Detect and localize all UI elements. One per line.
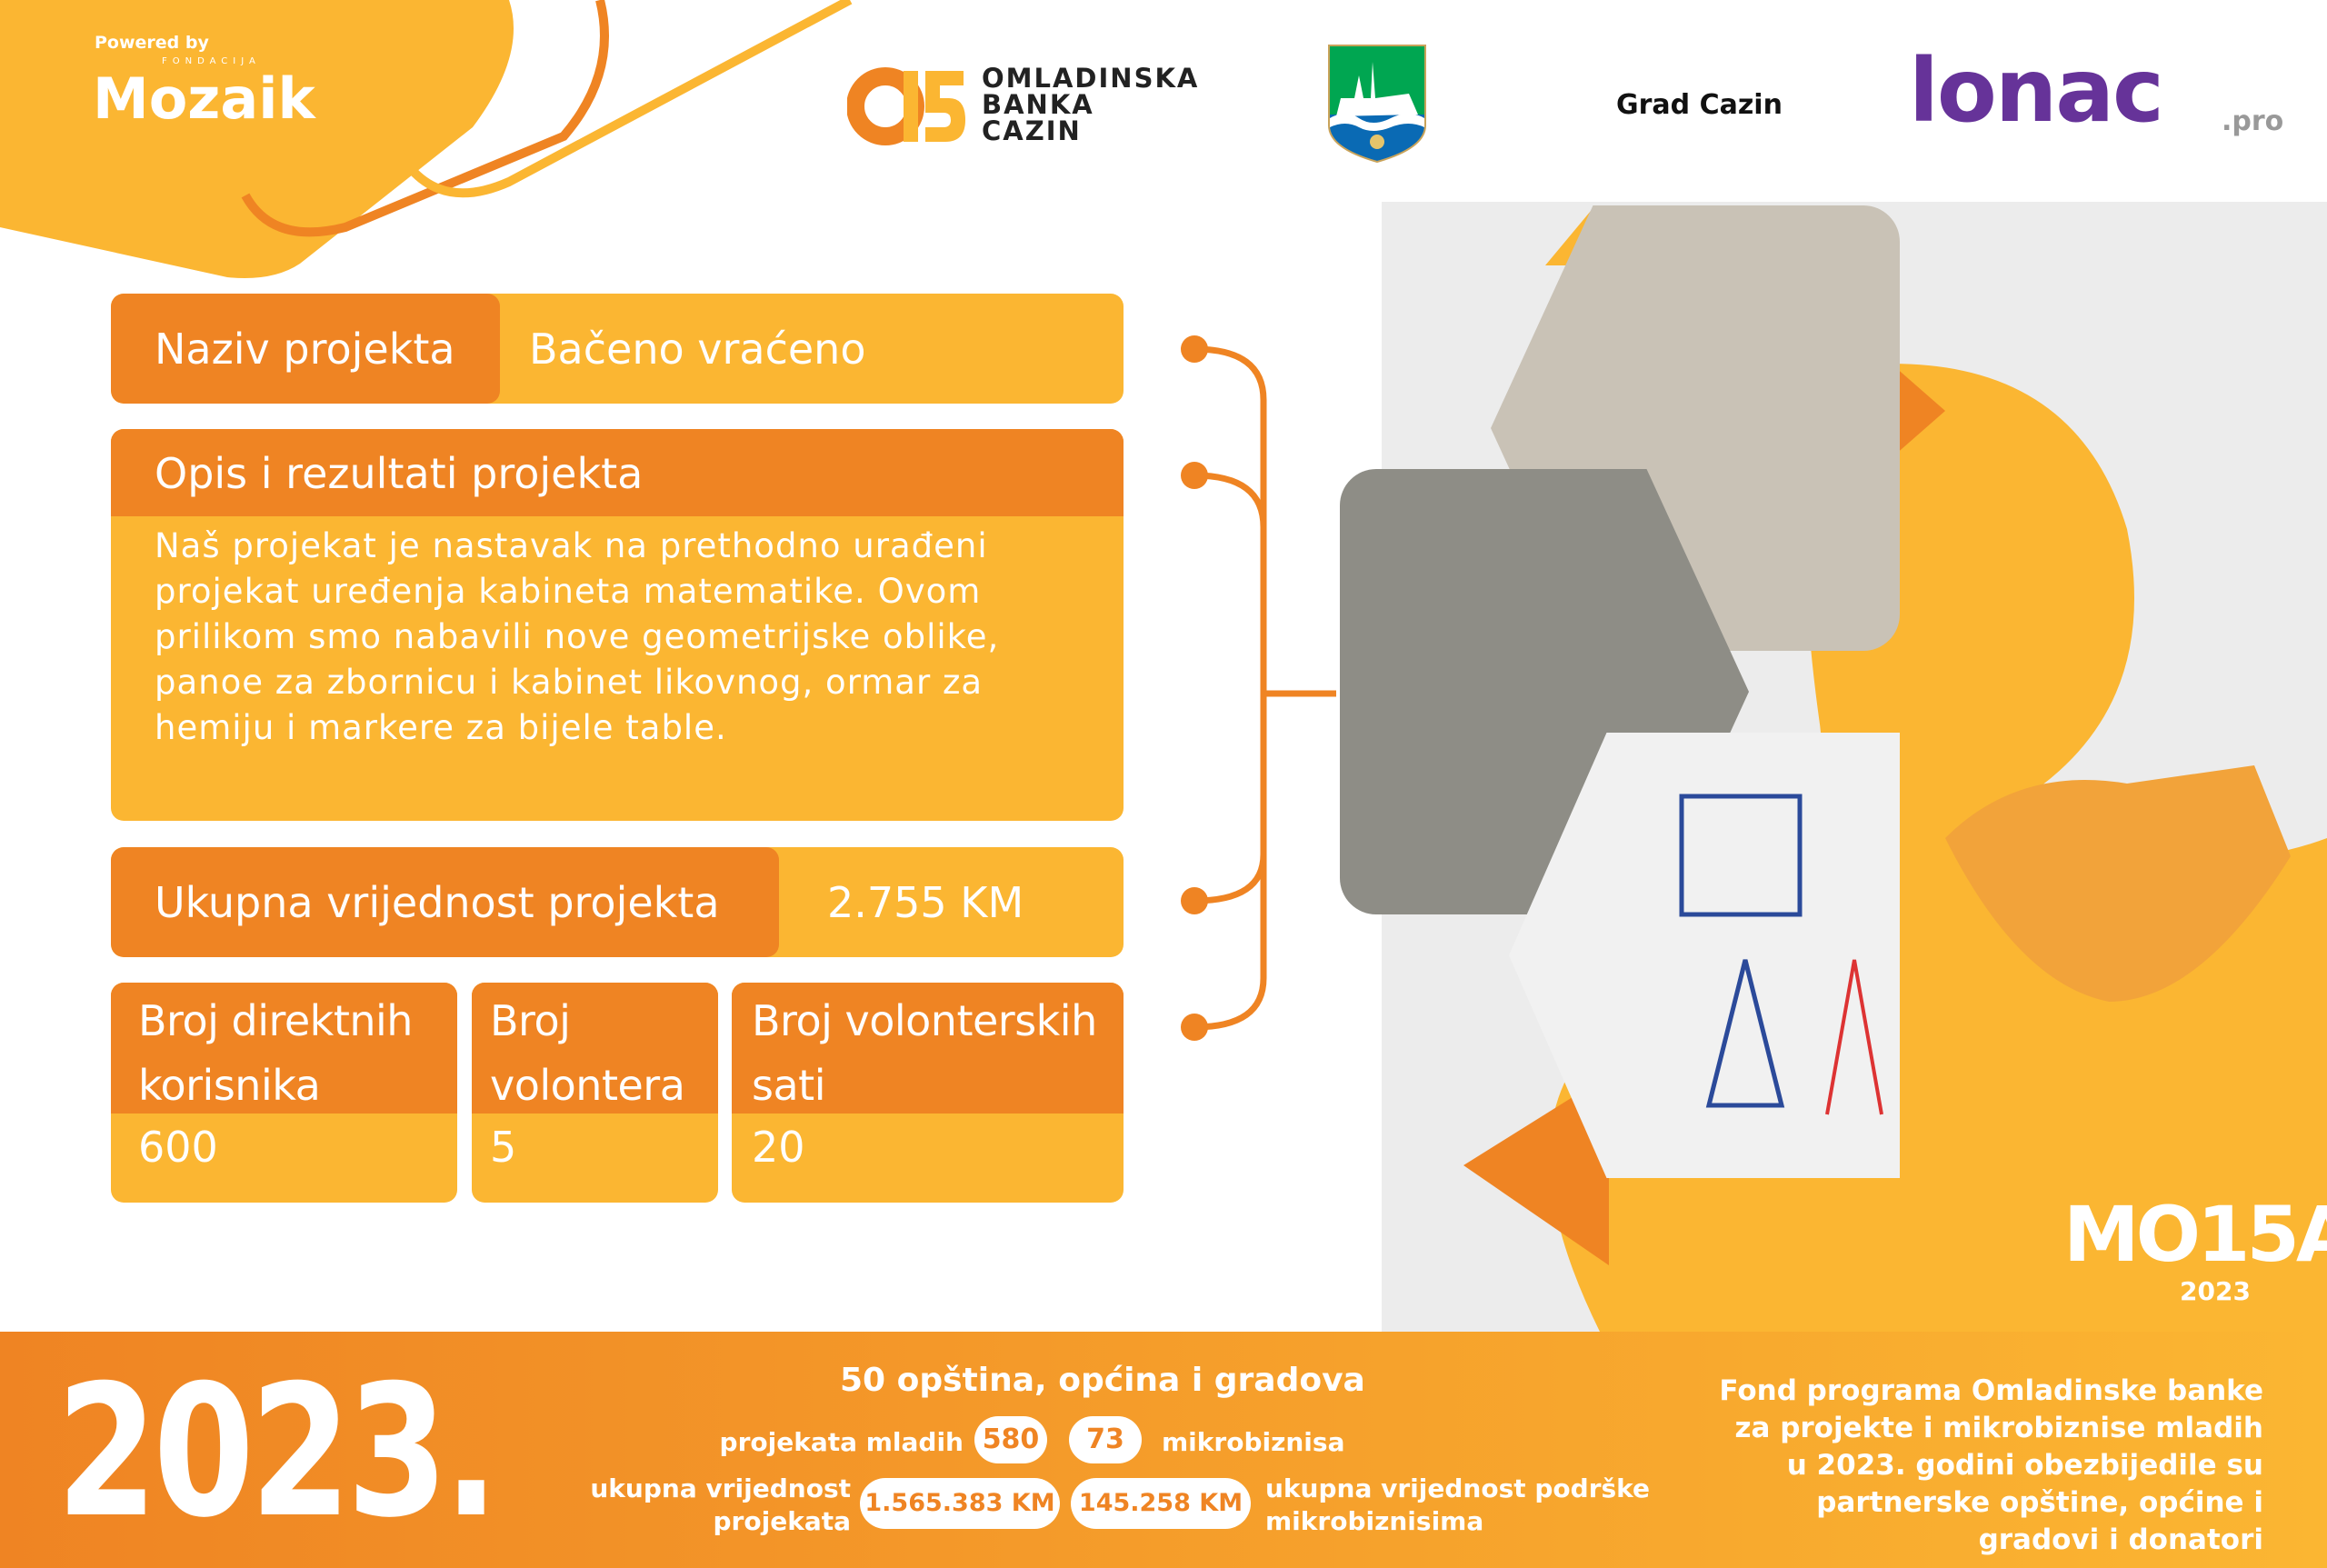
ob-logo-icon bbox=[847, 67, 965, 145]
project-name-row: Naziv projekta Bačeno vraćeno bbox=[111, 294, 1124, 404]
mosa-logo: MO15A bbox=[2063, 1190, 2327, 1279]
project-value-amount: 2.755 KM bbox=[827, 878, 1024, 927]
fund-description: Fond programa Omladinske banke za projek… bbox=[1719, 1374, 2263, 1556]
stat-direct-beneficiaries: Broj direktnih korisnika 600 bbox=[111, 983, 457, 1203]
stat-label: Broj volontera bbox=[490, 996, 685, 1110]
grad-cazin: Grad Cazin bbox=[1616, 89, 1783, 121]
stat-label: Broj volonterskih sati bbox=[752, 996, 1097, 1110]
stat-volunteers: Broj volontera 5 bbox=[472, 983, 718, 1203]
bracket-connector bbox=[1181, 335, 1336, 1041]
project-name-label: Naziv projekta bbox=[155, 325, 455, 374]
corner-decoration bbox=[0, 0, 853, 278]
microbusiness-count: 73 bbox=[1069, 1416, 1142, 1463]
mosa-year: 2023 bbox=[2180, 1276, 2251, 1306]
municipalities-count: 50 opština, općina i gradova bbox=[840, 1362, 1365, 1399]
lonac-suffix: .pro bbox=[2222, 105, 2284, 137]
stat-value: 20 bbox=[752, 1123, 805, 1172]
projects-count: 580 bbox=[974, 1416, 1047, 1463]
stat-value: 600 bbox=[138, 1123, 218, 1172]
stat-value: 5 bbox=[490, 1123, 517, 1172]
project-description-box: Opis i rezultati projekta Naš projekat j… bbox=[111, 429, 1124, 821]
total-projects-value: 1.565.383 KM bbox=[860, 1478, 1060, 1529]
micro-support-value: 145.258 KM bbox=[1071, 1478, 1251, 1529]
cazin-coat-of-arms-icon bbox=[1328, 45, 1426, 164]
project-value-row: Ukupna vrijednost projekta 2.755 KM bbox=[111, 847, 1124, 957]
powered-by: Powered by bbox=[95, 33, 209, 53]
projects-label: projekata mladih bbox=[719, 1427, 964, 1457]
project-name-value: Bačeno vraćeno bbox=[529, 325, 866, 374]
mozaik-logo: Mozaik bbox=[93, 65, 315, 132]
stat-volunteer-hours: Broj volonterskih sati 20 bbox=[732, 983, 1124, 1203]
microbusiness-label: mikrobiznisa bbox=[1162, 1427, 1345, 1457]
mozaik-sub: FONDACIJA bbox=[162, 56, 261, 66]
lonac-logo: lonac bbox=[1909, 40, 2164, 142]
footer-year: 2023. bbox=[56, 1346, 499, 1558]
project-value-label: Ukupna vrijednost projekta bbox=[155, 878, 720, 927]
description-label: Opis i rezultati projekta bbox=[155, 449, 644, 498]
description-text: Naš projekat je nastavak na prethodno ur… bbox=[155, 526, 1000, 747]
stat-label: Broj direktnih korisnika bbox=[138, 996, 413, 1110]
